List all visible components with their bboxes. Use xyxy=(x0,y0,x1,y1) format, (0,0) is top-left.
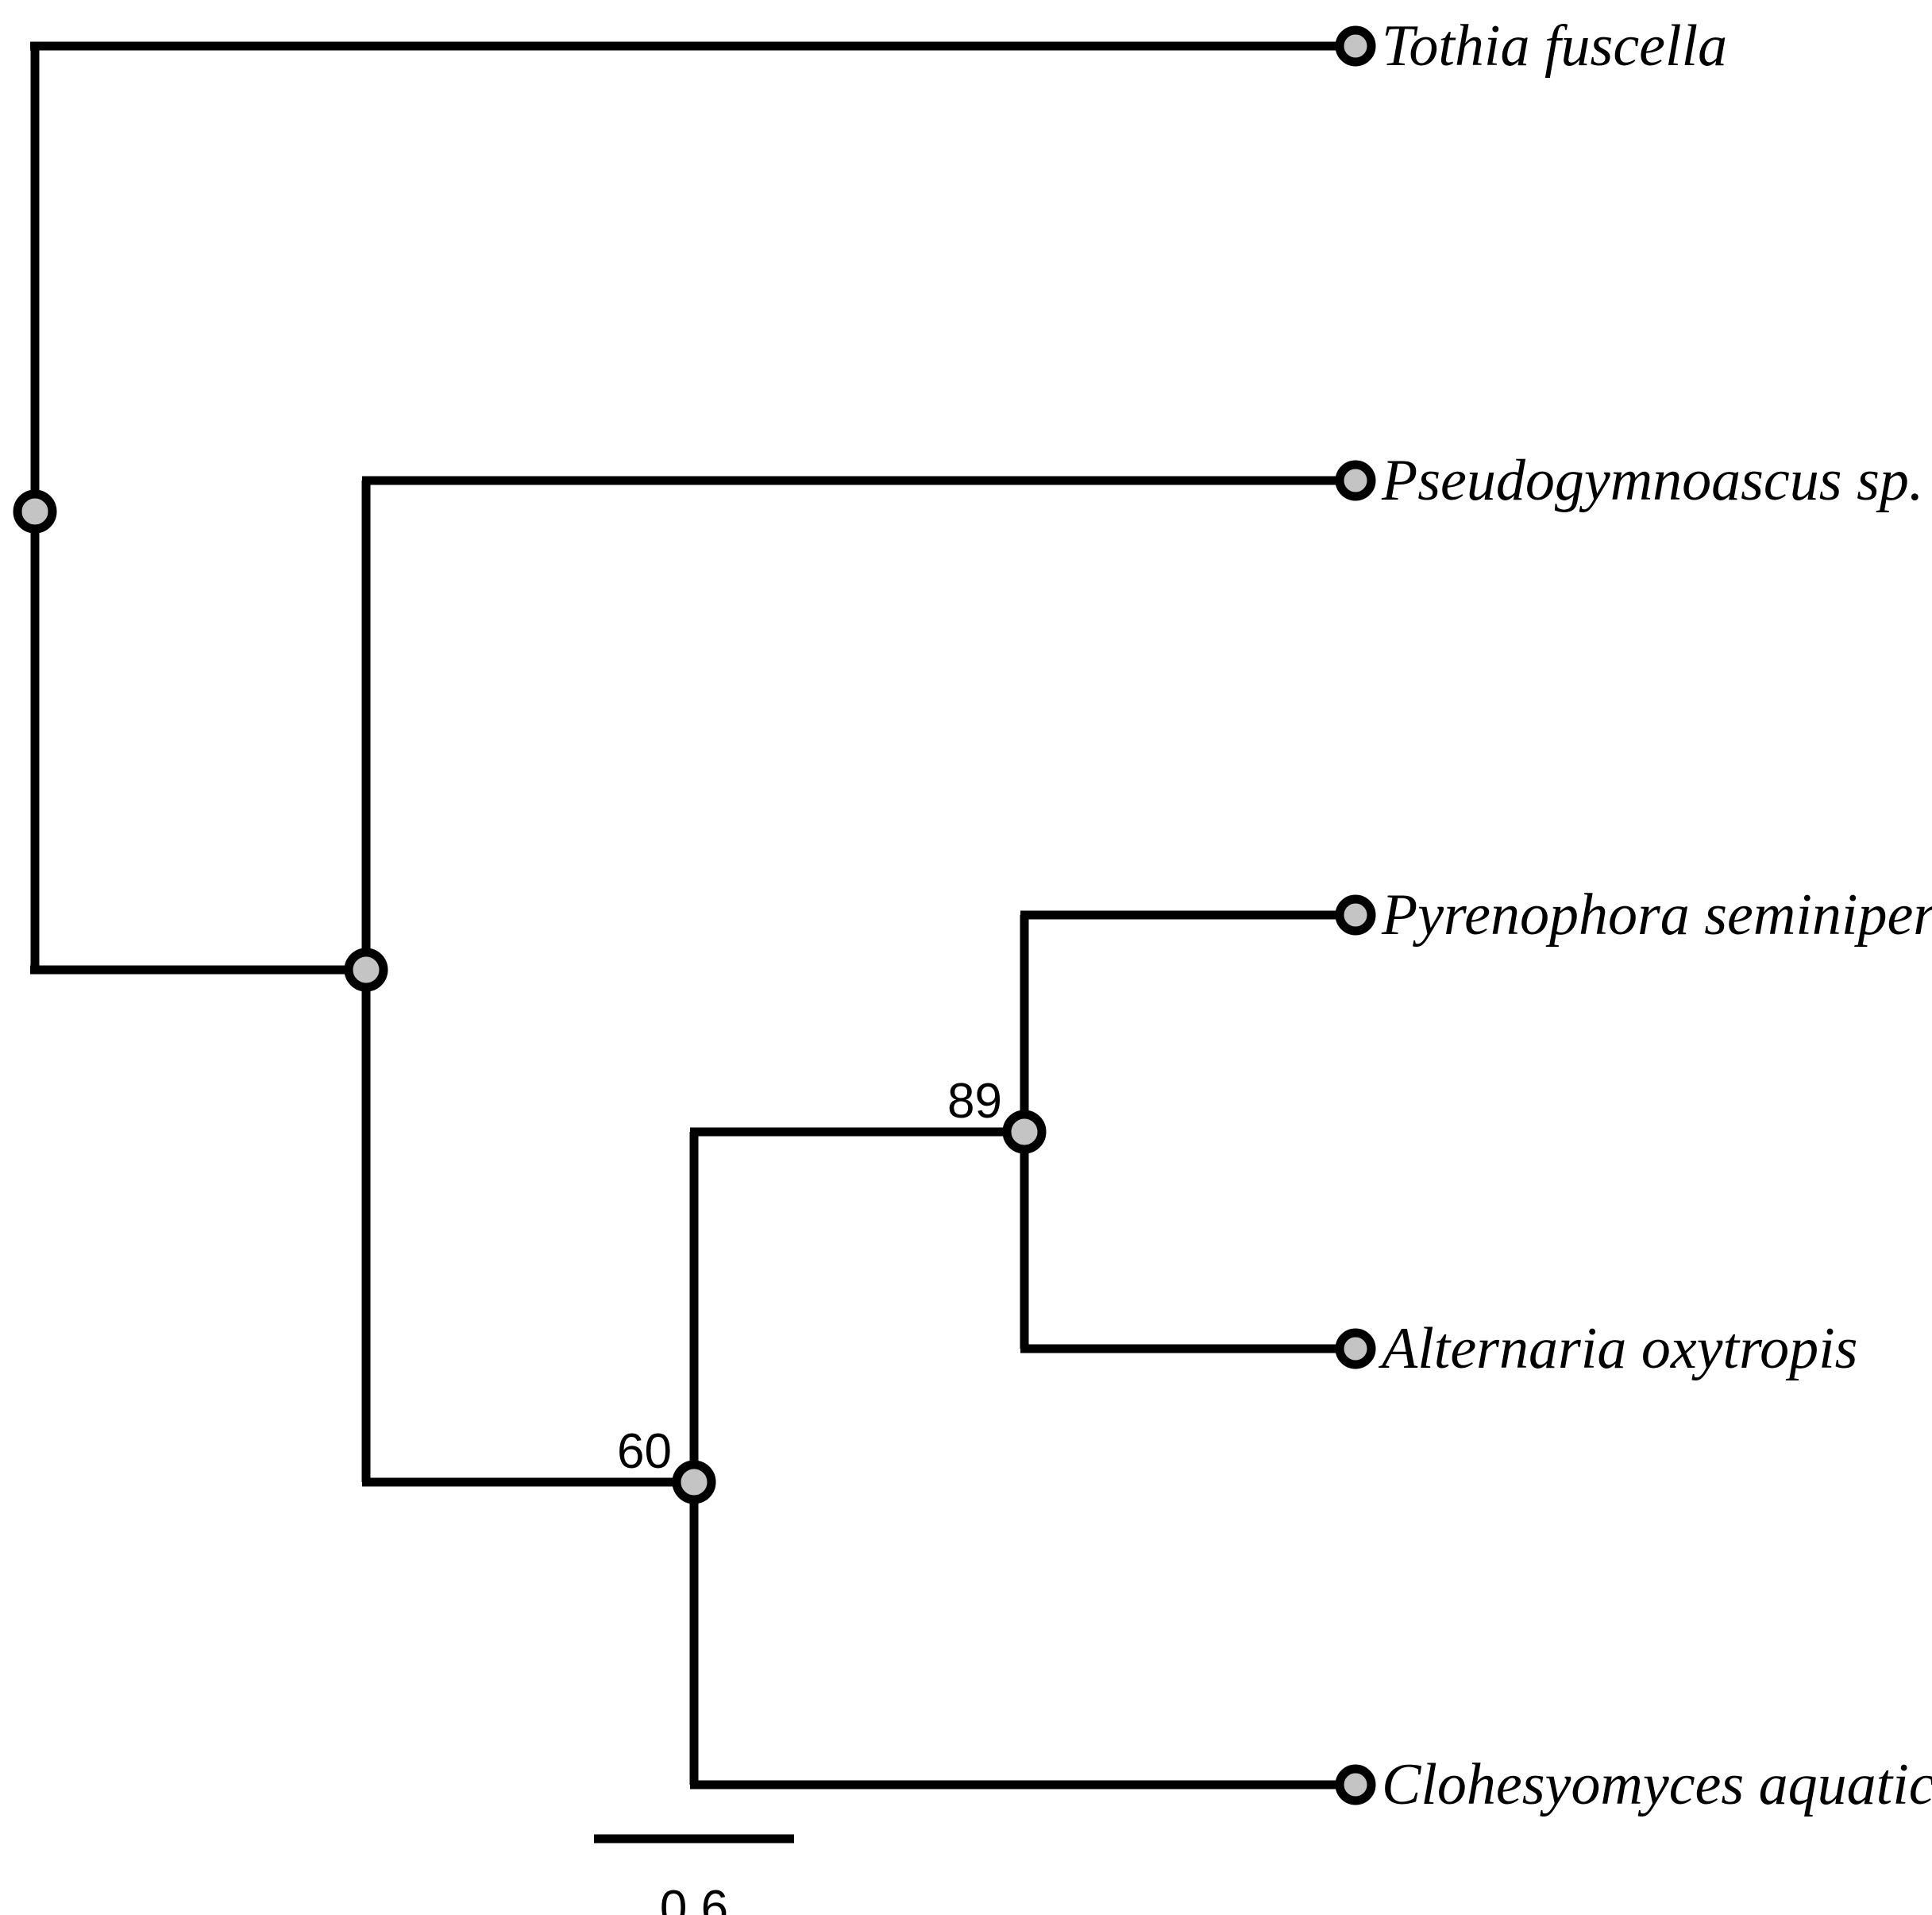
tip-label-tothia-fuscella: Tothia fuscella xyxy=(1382,14,1728,79)
support-value-node89: 89 xyxy=(947,1074,1002,1129)
tip-label-pseudogymnoascus-sp: Pseudogymnoascus sp. xyxy=(1382,448,1924,513)
internal-node-markers xyxy=(13,489,1047,1504)
scale-bar-label: 0.6 xyxy=(659,1881,729,1915)
tip-label-alternaria-oxytropis: Alternaria oxytropis xyxy=(1382,1316,1858,1381)
tip-marker-pyrenophora-seminiperda xyxy=(1335,894,1376,936)
tip-node-markers xyxy=(1335,25,1376,1805)
tip-marker-pseudogymnoascus-sp xyxy=(1335,460,1376,501)
node-marker-node60 xyxy=(672,1460,716,1504)
tip-marker-alternaria-oxytropis xyxy=(1335,1328,1376,1369)
branch-lines xyxy=(30,41,1342,1790)
tip-marker-clohesyomyces-aquaticus xyxy=(1335,1764,1376,1805)
node-marker-node89 xyxy=(1002,1110,1047,1154)
tip-label-pyrenophora-seminiperda: Pyrenophora seminiperda xyxy=(1382,882,1932,948)
tip-label-clohesyomyces-aquaticus: Clohesyomyces aquaticus xyxy=(1382,1752,1932,1817)
support-value-node60: 60 xyxy=(617,1424,672,1479)
node-marker-node2 xyxy=(344,948,388,992)
node-marker-root xyxy=(13,489,57,534)
tip-marker-tothia-fuscella xyxy=(1335,25,1376,67)
